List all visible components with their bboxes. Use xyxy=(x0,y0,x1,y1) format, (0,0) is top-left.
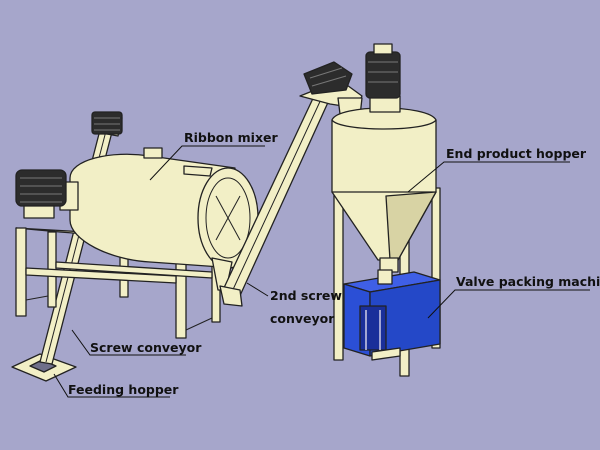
label-end-product-hopper: End product hopper xyxy=(446,146,587,161)
label-ribbon-mixer: Ribbon mixer xyxy=(184,130,278,145)
hopper-motor xyxy=(365,43,401,113)
label-valve-packing-machine: Valve packing machine xyxy=(456,274,600,289)
feeding-hopper xyxy=(11,353,77,382)
labels: Ribbon mixer End product hopper 2nd scre… xyxy=(68,130,600,397)
screw-conveyor-motor xyxy=(91,111,123,135)
leader-lines xyxy=(53,145,590,398)
mixer-motor xyxy=(15,169,79,219)
label-second-screw-line2: conveyor xyxy=(270,311,335,326)
label-second-screw-line1: 2nd screw xyxy=(270,288,342,303)
ribbon-mixer xyxy=(15,147,259,339)
second-conveyor-motor xyxy=(303,61,353,95)
label-screw-conveyor: Screw conveyor xyxy=(90,340,202,355)
valve-packing-machine xyxy=(343,269,441,361)
label-feeding-hopper: Feeding hopper xyxy=(68,382,179,397)
second-screw-conveyor xyxy=(219,61,363,307)
